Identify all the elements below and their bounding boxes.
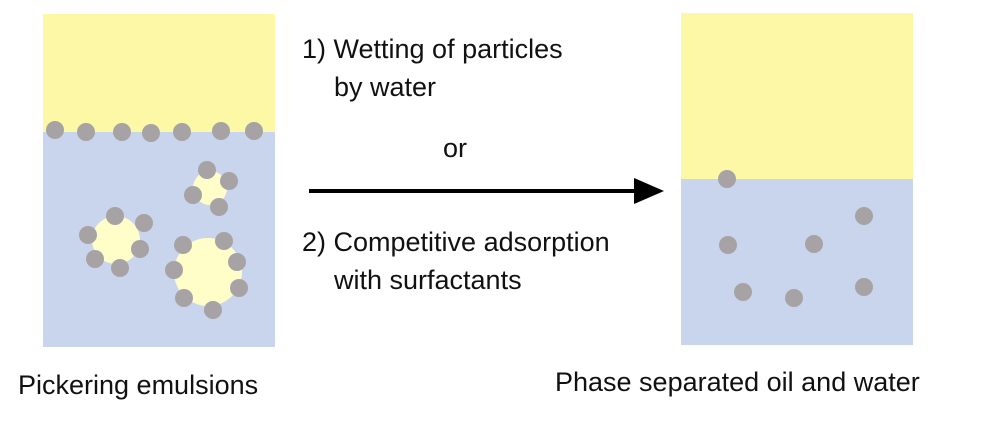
particle [142,124,160,142]
oil-droplet [174,238,242,306]
particle [175,289,193,307]
emulsion-droplet-large [165,232,248,319]
arrow-head [634,178,664,204]
step-1-label-continued: by water [334,72,437,102]
particle [198,161,216,179]
step-2-label: 2) Competitive adsorption [302,227,610,257]
oil-phase-right [681,13,913,179]
particle [77,123,95,141]
particle [210,198,228,216]
particle [785,289,803,307]
particle [46,121,64,139]
process-arrow [309,178,664,204]
particle [228,253,246,271]
particle [131,240,149,258]
water-phase-right [681,179,913,345]
particle [855,207,873,225]
particle [79,226,97,244]
particle [106,207,124,225]
particle [173,123,191,141]
particle [220,172,238,190]
emulsion-droplet-small [184,161,238,216]
particle [245,122,263,140]
dispersed-particles-right [718,170,873,307]
particle [719,236,737,254]
pickering-emulsion-panel [43,14,275,347]
step-1-label: 1) Wetting of particles [302,34,563,64]
particle [111,259,129,277]
particle [113,123,131,141]
particle [86,250,104,268]
particle [734,283,752,301]
particle [718,170,736,188]
phase-separated-panel [681,13,913,345]
particle [805,235,823,253]
water-phase-left [43,132,275,347]
particle [212,122,230,140]
particle [215,232,233,250]
step-2-label-continued: with surfactants [334,265,522,295]
pickering-emulsions-caption: Pickering emulsions [18,370,259,400]
particle [855,278,873,296]
particle [135,214,153,232]
oil-phase-left [43,14,275,132]
or-connector: or [443,133,468,163]
particle [184,186,202,204]
particle [174,236,192,254]
particle [204,301,222,319]
oil-droplet [92,216,140,264]
phase-separated-caption: Phase separated oil and water [555,367,920,397]
emulsion-droplet-medium [79,207,153,277]
particle [165,261,183,279]
particle [230,279,248,297]
interface-particles-left [46,121,263,142]
